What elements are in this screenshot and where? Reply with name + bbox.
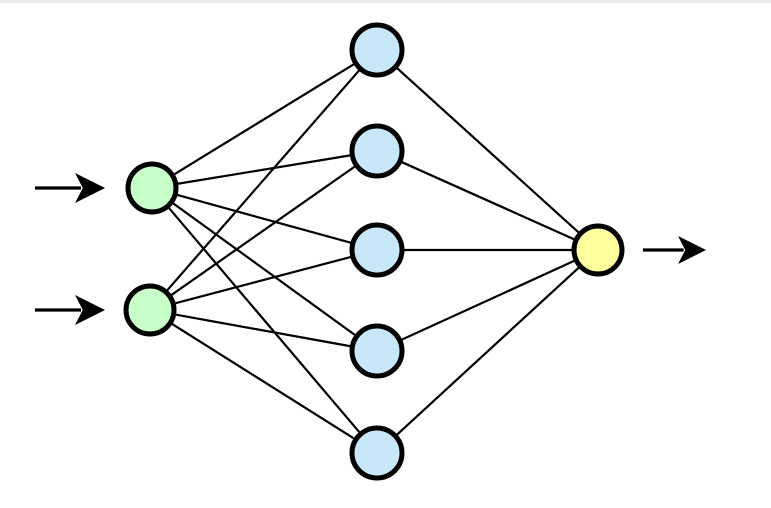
input-arrow-1-head — [75, 173, 105, 203]
output-arrow-1-head — [678, 236, 706, 264]
connection-edge-i2-h2 — [167, 163, 359, 298]
connection-edge-i1-h1 — [170, 61, 358, 178]
input-node-2[interactable] — [123, 283, 177, 337]
hidden-node-4[interactable] — [349, 323, 405, 379]
connection-edge-i1-h5 — [165, 204, 363, 436]
connection-edge-i1-h2 — [173, 153, 355, 186]
neuron-nodes-group — [123, 22, 625, 481]
connection-edge-i2-h3 — [171, 255, 355, 306]
hidden-node-5[interactable] — [349, 425, 405, 481]
connection-edge-i2-h4 — [171, 312, 355, 348]
connection-edge-i2-h5 — [168, 321, 358, 442]
hidden-node-1[interactable] — [349, 22, 405, 78]
connection-edge-i1-h3 — [173, 193, 355, 245]
output-node-1[interactable] — [571, 223, 625, 277]
input-node-1[interactable] — [125, 161, 179, 215]
io-arrows-group — [35, 173, 706, 325]
connection-edge-i2-h1 — [164, 66, 363, 294]
input-arrow-2-head — [75, 295, 105, 325]
hidden-node-2[interactable] — [349, 123, 405, 179]
connection-edge-i1-h4 — [169, 200, 359, 339]
connection-edge-h2-o1 — [397, 159, 579, 242]
connection-edges-group — [164, 61, 583, 442]
connection-edge-h4-o1 — [397, 258, 579, 343]
hidden-node-3[interactable] — [349, 222, 405, 278]
connection-edge-h5-o1 — [393, 264, 583, 438]
connection-edge-h1-o1 — [393, 64, 583, 236]
top-edge-strip — [0, 0, 771, 3]
